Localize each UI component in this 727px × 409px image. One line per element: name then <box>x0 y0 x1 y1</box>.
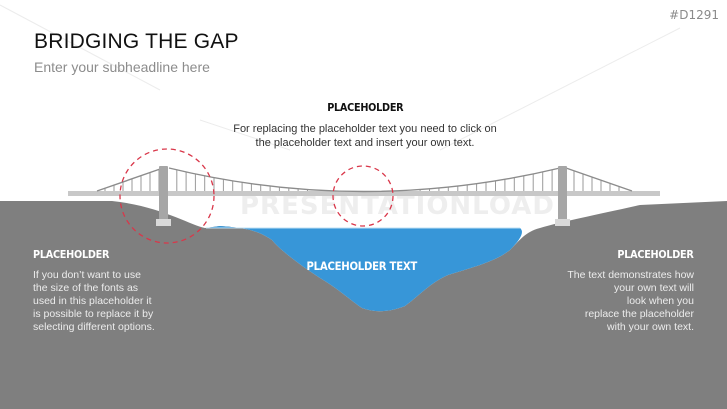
highlight-circle-center <box>332 165 394 227</box>
body-line: with your own text. <box>607 321 694 333</box>
background-lines <box>0 4 681 151</box>
left-placeholder-heading: PLACEHOLDER <box>33 248 110 261</box>
left-placeholder-body: If you don’t want to use the size of the… <box>33 269 193 334</box>
page-subtitle[interactable]: Enter your subheadline here <box>34 59 210 75</box>
page-title[interactable]: BRIDGING THE GAP <box>34 30 239 53</box>
water-placeholder-text: PLACEHOLDER TEXT <box>306 259 418 273</box>
right-tower <box>555 166 570 226</box>
top-placeholder[interactable]: PLACEHOLDER For replacing the placeholde… <box>200 98 530 150</box>
body-line: For replacing the placeholder text you n… <box>233 123 497 135</box>
top-placeholder-heading: PLACEHOLDER <box>326 101 404 114</box>
body-line: replace the placeholder <box>584 308 694 320</box>
body-line: If you don’t want to use <box>33 269 141 281</box>
bridge-deck <box>68 191 660 196</box>
hangers <box>104 169 620 191</box>
body-line: the size of the fonts as <box>33 282 139 294</box>
right-placeholder-heading: PLACEHOLDER <box>617 248 694 261</box>
left-placeholder[interactable]: PLACEHOLDER If you don’t want to use the… <box>33 245 193 334</box>
left-tower <box>156 166 171 226</box>
ground <box>0 201 727 409</box>
body-line: selecting different options. <box>33 321 155 333</box>
body-line: used in this placeholder it <box>33 295 152 307</box>
body-line: your own text will <box>614 282 694 294</box>
body-line: the placeholder text and insert your own… <box>255 137 475 149</box>
right-placeholder-body: The text demonstrates how your own text … <box>519 269 694 334</box>
water-placeholder[interactable]: PLACEHOLDER TEXT <box>282 257 442 275</box>
body-line: The text demonstrates how <box>567 269 694 281</box>
top-placeholder-body: For replacing the placeholder text you n… <box>200 122 530 150</box>
main-cables <box>96 167 633 193</box>
body-line: is possible to replace it by <box>33 308 154 320</box>
body-line: look when you <box>626 295 694 307</box>
slide-id: #D1291 <box>669 8 719 22</box>
right-placeholder[interactable]: PLACEHOLDER The text demonstrates how yo… <box>519 245 694 334</box>
water <box>206 226 522 312</box>
highlight-circle-left <box>119 148 215 244</box>
